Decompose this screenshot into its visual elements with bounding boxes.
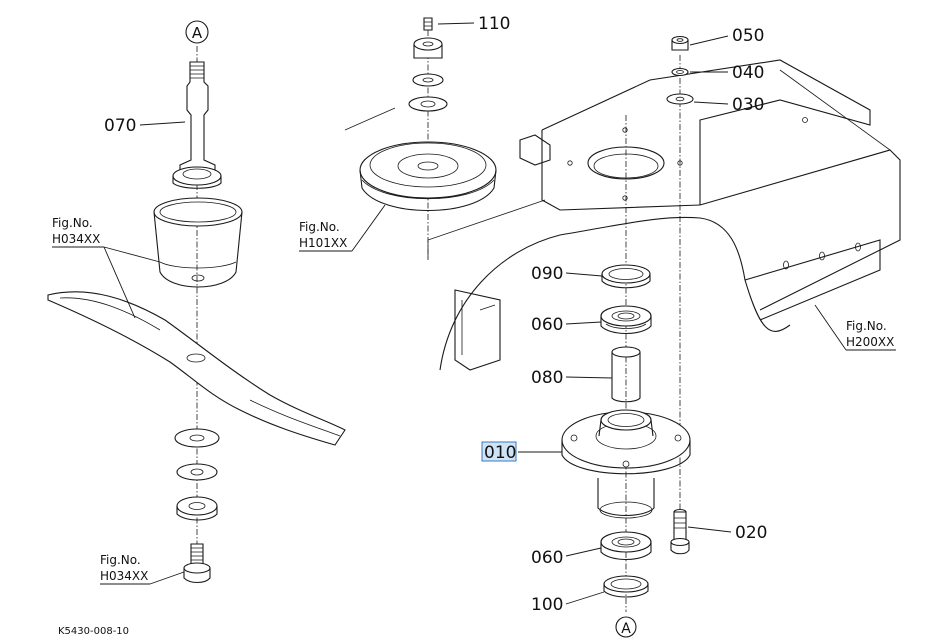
callout-080: 080: [531, 368, 563, 388]
belt-cover-outline: [344, 107, 546, 260]
pulley-washers: [408, 73, 448, 112]
part-100-seal: [603, 575, 649, 598]
section-marker-bottom: A: [615, 616, 637, 638]
leader-090: [565, 272, 603, 277]
leader-060-upper: [565, 321, 602, 325]
fig-ref-deck-code: H200XX: [846, 335, 894, 349]
callout-040: 040: [732, 63, 764, 83]
blade-washers: [174, 428, 220, 521]
leader-020: [687, 526, 732, 533]
section-marker-bottom-label: A: [621, 621, 631, 637]
fig-ref-bolt-label: Fig.No.: [100, 553, 141, 567]
part-050-nut: [671, 35, 689, 51]
fig-ref-bolt-code: H034XX: [100, 569, 148, 583]
leader-fig-blade-b: [103, 246, 136, 319]
fig-ref-pulley-code: H101XX: [299, 236, 347, 250]
leader-060-lower: [565, 547, 602, 557]
pulley-nut: [413, 37, 443, 59]
leader-fig-deck-a: [814, 304, 847, 351]
leader-050: [689, 35, 729, 46]
fig-ref-blade-code: H034XX: [52, 232, 100, 246]
part-030-flat-washer: [666, 93, 694, 105]
callout-030: 030: [732, 95, 764, 115]
blade-pulley: [359, 141, 497, 211]
callout-090: 090: [531, 264, 563, 284]
leader-080: [565, 376, 613, 379]
blade-cup-sleeve: [153, 197, 243, 288]
leader-110: [437, 22, 475, 25]
fig-ref-pulley-label: Fig.No.: [299, 220, 340, 234]
part-020-bolt: [670, 508, 690, 555]
callout-070: 070: [104, 116, 136, 136]
blade-bolt: [183, 543, 211, 584]
callout-010[interactable]: 010: [484, 443, 516, 463]
mower-deck-housing: [439, 59, 901, 371]
cutting-blade: [47, 291, 346, 446]
highlight-box-010[interactable]: [481, 441, 517, 462]
callout-110: 110: [478, 14, 510, 34]
part-110-grease-fitting: [423, 17, 433, 31]
callout-100: 100: [531, 595, 563, 615]
part-060-lower-bearing: [600, 531, 652, 561]
leader-fig-blade-a: [103, 246, 161, 263]
leader-070: [139, 121, 186, 126]
leader-fig-bolt-a: [149, 571, 185, 585]
section-marker-top: A: [185, 20, 209, 44]
fig-ref-blade-label: Fig.No.: [52, 216, 93, 230]
callout-020: 020: [735, 523, 767, 543]
callout-060-lower: 060: [531, 548, 563, 568]
callout-060-upper: 060: [531, 315, 563, 335]
callout-050: 050: [732, 26, 764, 46]
part-060-upper-bearing: [600, 305, 652, 335]
section-marker-top-label: A: [192, 24, 203, 42]
part-070-spindle-shaft: [172, 61, 222, 189]
part-090-seal: [601, 264, 651, 289]
leader-fig-pulley-a: [351, 204, 386, 252]
part-040-lock-washer: [671, 67, 689, 77]
drawing-code: K5430-008-10: [58, 626, 129, 637]
fig-ref-deck-label: Fig.No.: [846, 319, 887, 333]
part-010-spindle-housing: [561, 409, 691, 519]
leader-030: [693, 101, 729, 105]
part-080-spacer-collar: [611, 346, 641, 403]
leader-100: [565, 591, 605, 605]
